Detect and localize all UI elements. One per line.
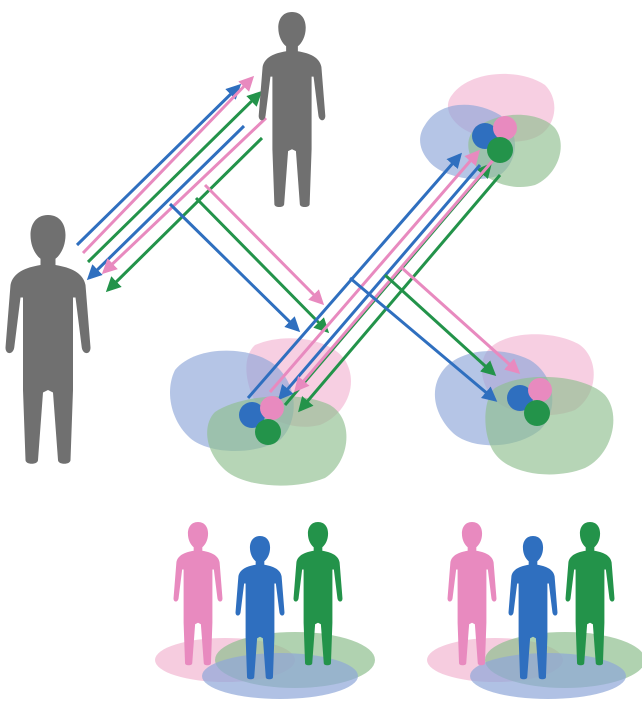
blue-ellipse <box>470 653 626 699</box>
arrows-to-right <box>349 266 521 402</box>
green-node <box>524 400 550 426</box>
arrow-blue <box>75 83 242 247</box>
arrow-pink <box>294 157 497 393</box>
arrow-green <box>194 196 330 334</box>
arrow-pink <box>400 266 521 375</box>
arrow-blue <box>278 164 482 401</box>
cluster-center <box>239 396 284 445</box>
arrow-pink <box>81 75 255 255</box>
bottom-group-right <box>427 522 642 699</box>
cluster-top-right <box>472 116 517 163</box>
arrows-center-to-top-right <box>246 149 502 413</box>
green-node <box>255 419 281 445</box>
pink-node <box>528 378 552 402</box>
arrow-blue <box>168 202 301 333</box>
cluster-right <box>507 378 552 426</box>
arrow-green <box>383 273 497 377</box>
arrow-blue <box>246 152 462 399</box>
arrows-to-center <box>168 183 330 334</box>
arrow-blue <box>86 124 246 281</box>
blue-node <box>507 385 533 411</box>
person-left-gray-icon <box>5 215 91 464</box>
arrow-green <box>298 174 502 413</box>
arrows-left-to-top <box>75 75 268 293</box>
arrow-blue <box>349 276 498 402</box>
arrow-pink <box>268 149 480 393</box>
pink-node <box>260 396 284 420</box>
arrow-pink <box>203 183 325 306</box>
green-node <box>487 137 513 163</box>
bottom-group-left <box>155 522 375 699</box>
arrow-pink <box>101 116 268 275</box>
pink-node <box>493 116 517 140</box>
blue-ellipse <box>202 653 358 699</box>
blue-node <box>239 402 265 428</box>
arrow-green <box>105 136 264 293</box>
person-top-gray-icon <box>258 11 326 208</box>
arrow-green <box>86 90 263 264</box>
